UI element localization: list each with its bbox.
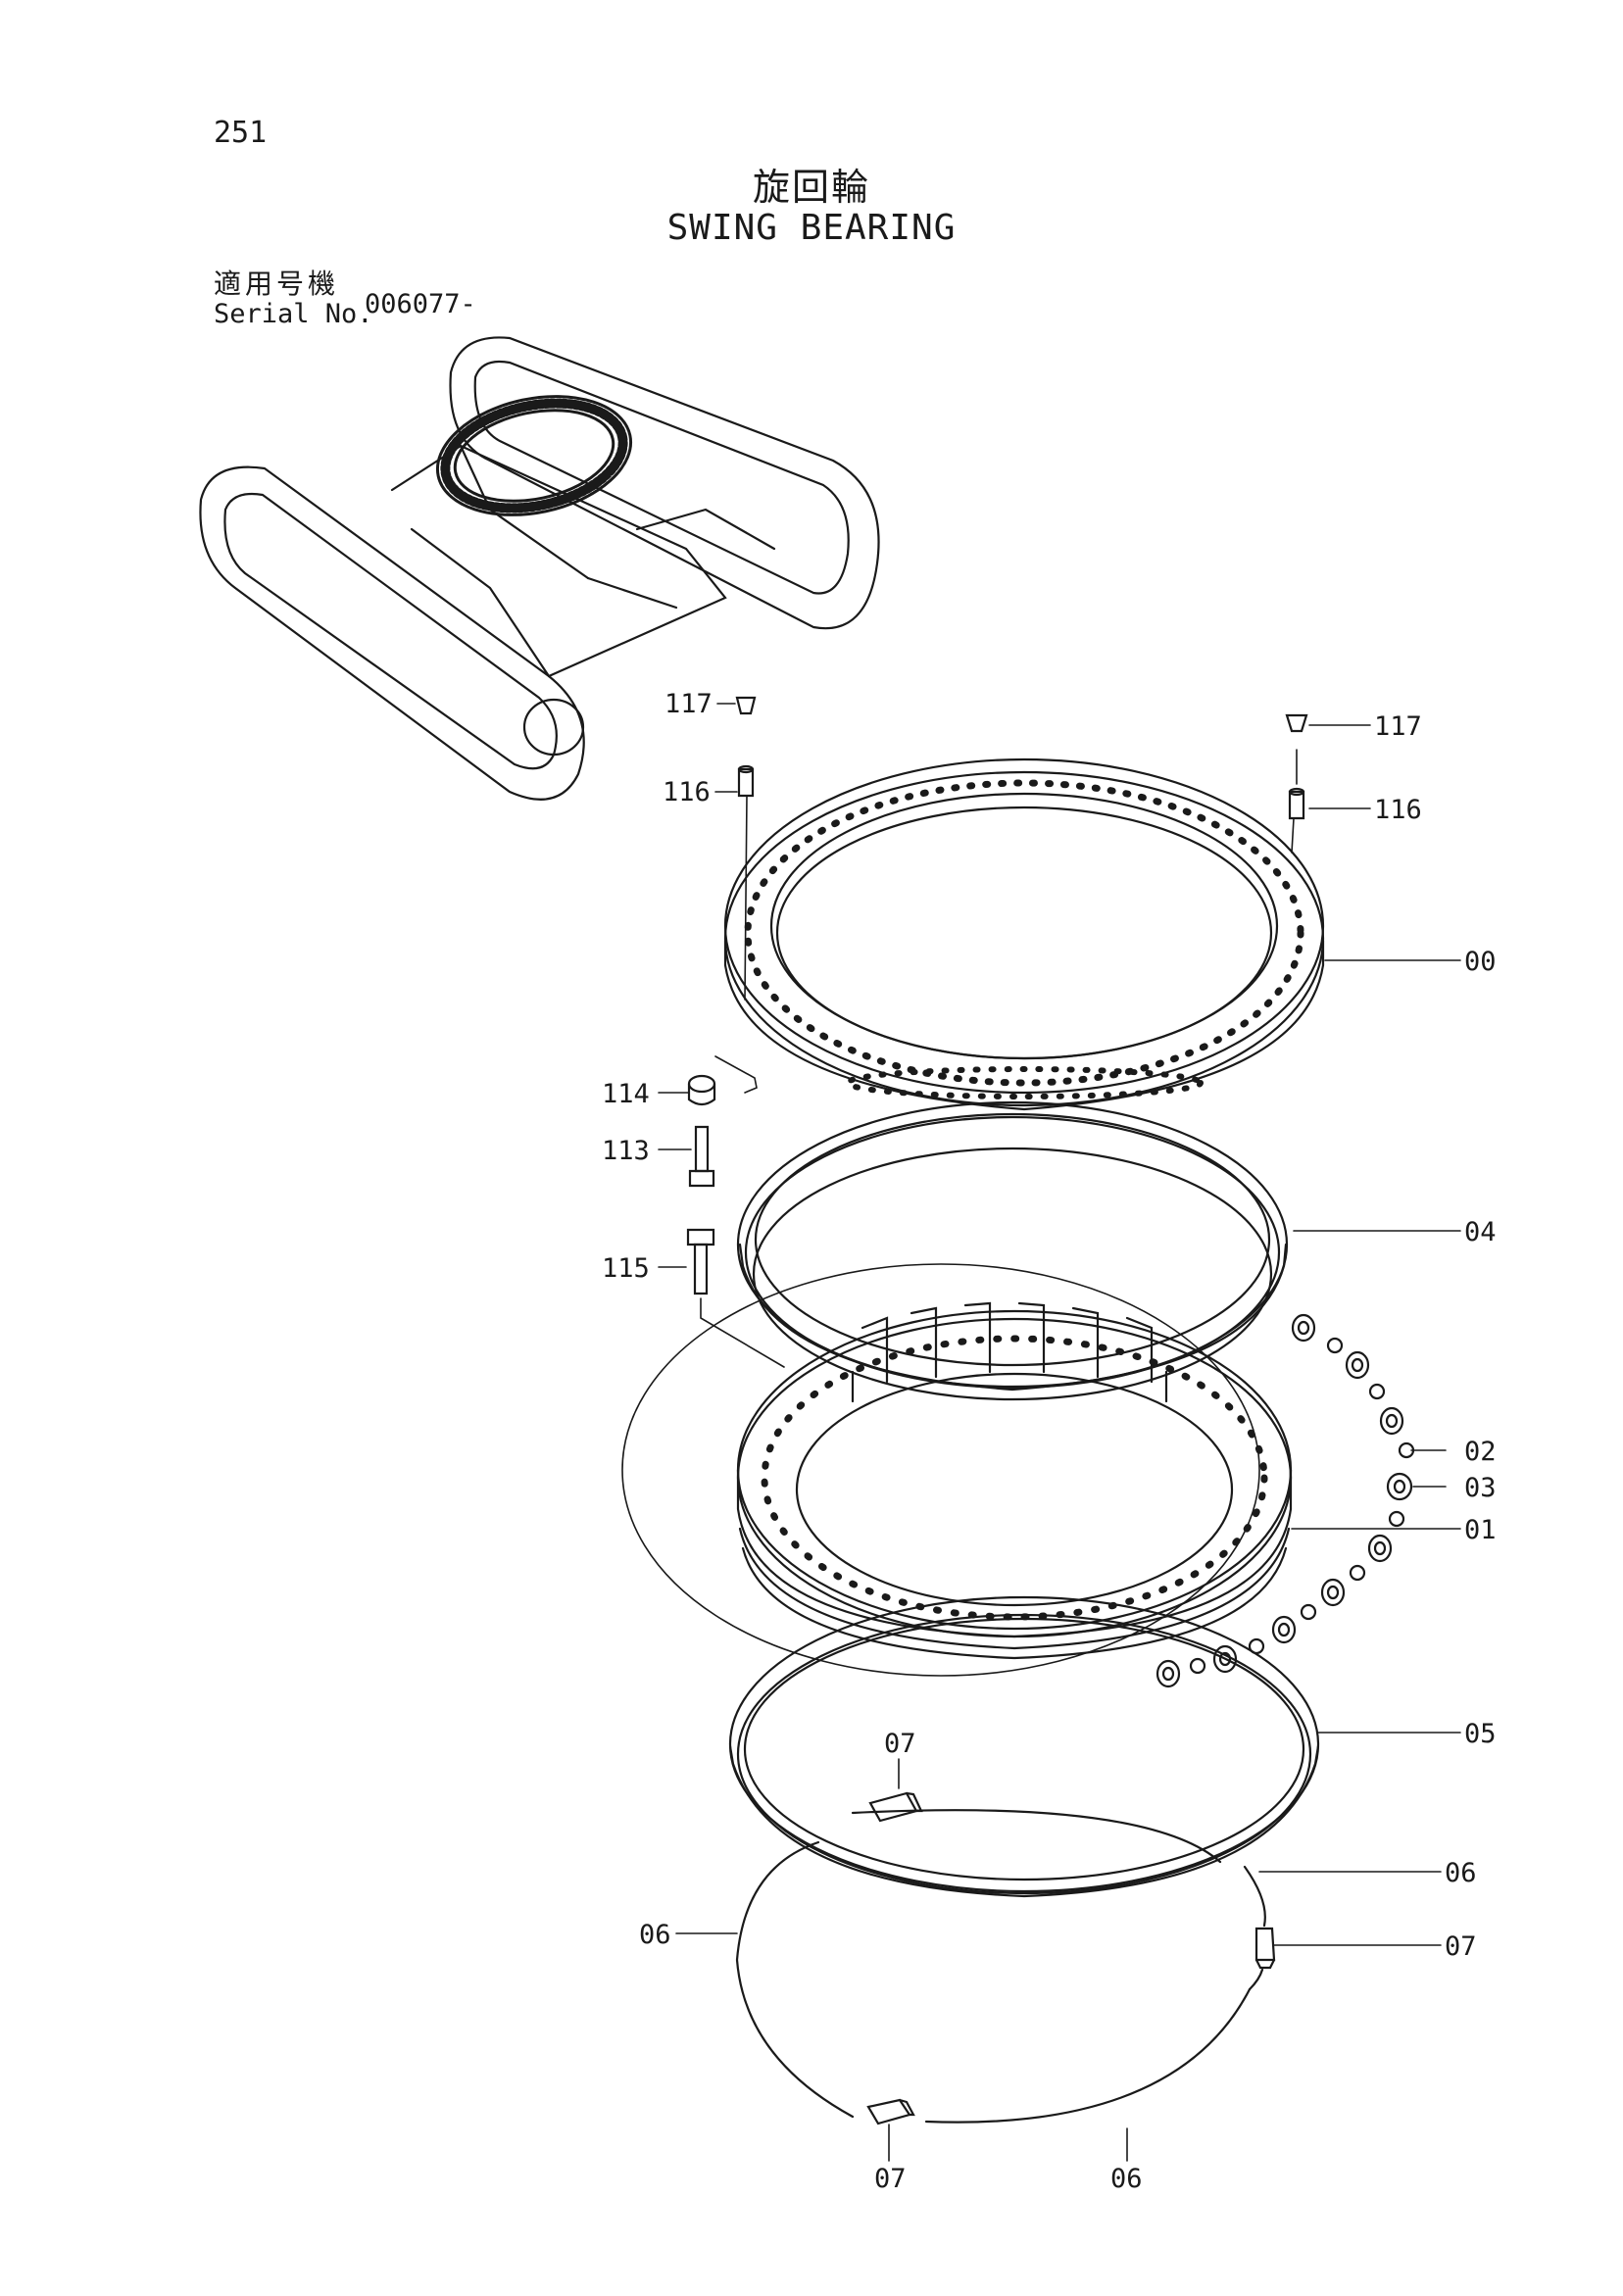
inner-ring-01 [736,1301,1293,1660]
callout-01: 01 [1464,1515,1497,1545]
callout-05: 05 [1464,1719,1497,1749]
callout-116-left: 116 [663,777,711,807]
washer-114 [687,1074,716,1106]
pin-116-left [737,764,755,798]
serial-number-value: 006077- [365,289,476,319]
cap-117-left [735,696,757,715]
plug-07-bottom [866,2098,915,2125]
callout-labels: 117 116 117 116 00 114 113 04 115 02 03 … [602,689,1497,2194]
bolt-115 [686,1228,715,1295]
callout-02: 02 [1464,1437,1497,1467]
title-japanese: 旋回輪 [752,166,870,209]
callout-117-left: 117 [664,689,713,719]
title-english: SWING BEARING [666,208,957,248]
cap-117-right [1285,713,1308,733]
pin-116-right [1288,787,1305,820]
serial-label-japanese: 適用号機 [214,268,340,300]
wire-ring-06 [735,1809,1266,2124]
seal-ring-05 [728,1595,1320,1898]
callout-06-bottom: 06 [1110,2164,1143,2194]
undercarriage-illustration [199,336,880,801]
callout-04: 04 [1464,1217,1497,1247]
callout-03: 03 [1464,1473,1497,1503]
callout-113: 113 [602,1136,650,1166]
callout-00: 00 [1464,947,1497,977]
callout-117-right: 117 [1374,711,1422,742]
callout-115: 115 [602,1253,650,1284]
flange-outline [621,1263,1260,1677]
callout-116-right: 116 [1374,795,1422,825]
serial-label-english: Serial No. [214,299,373,329]
leader-lines [658,703,1461,2162]
rollers-and-spacers [1156,1313,1415,1688]
seal-ring-04 [736,1100,1289,1401]
plug-07-right [1254,1927,1276,1970]
page-number: 251 [214,116,268,150]
callout-114: 114 [602,1079,650,1109]
callout-07-bottom: 07 [874,2164,907,2194]
plug-07-top [868,1791,923,1823]
outer-ring-00 [723,757,1325,1111]
callout-07-top: 07 [884,1729,916,1759]
bolt-113 [688,1125,715,1188]
callout-06-left: 06 [639,1920,671,1950]
callout-06-right: 06 [1445,1858,1477,1888]
callout-07-right: 07 [1445,1931,1477,1962]
